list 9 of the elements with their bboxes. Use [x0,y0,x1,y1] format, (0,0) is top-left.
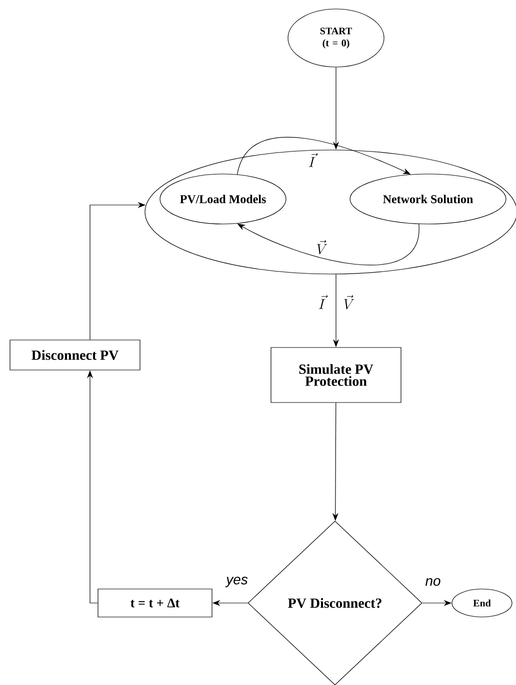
edge-label: $\vec{V}$ [315,239,329,255]
process-box: Simulate PV Protection [270,347,402,403]
process-box: Disconnect PV [10,340,140,370]
edge-label: $\vec{I}$ [317,294,328,310]
edge-label: yes [225,576,249,588]
process-box: t = t + Δt [98,588,212,618]
edge-label: $\vec{I}$ [307,152,318,168]
math-label: $\vec{V}$ [342,294,356,310]
edge-label: no [424,577,442,587]
